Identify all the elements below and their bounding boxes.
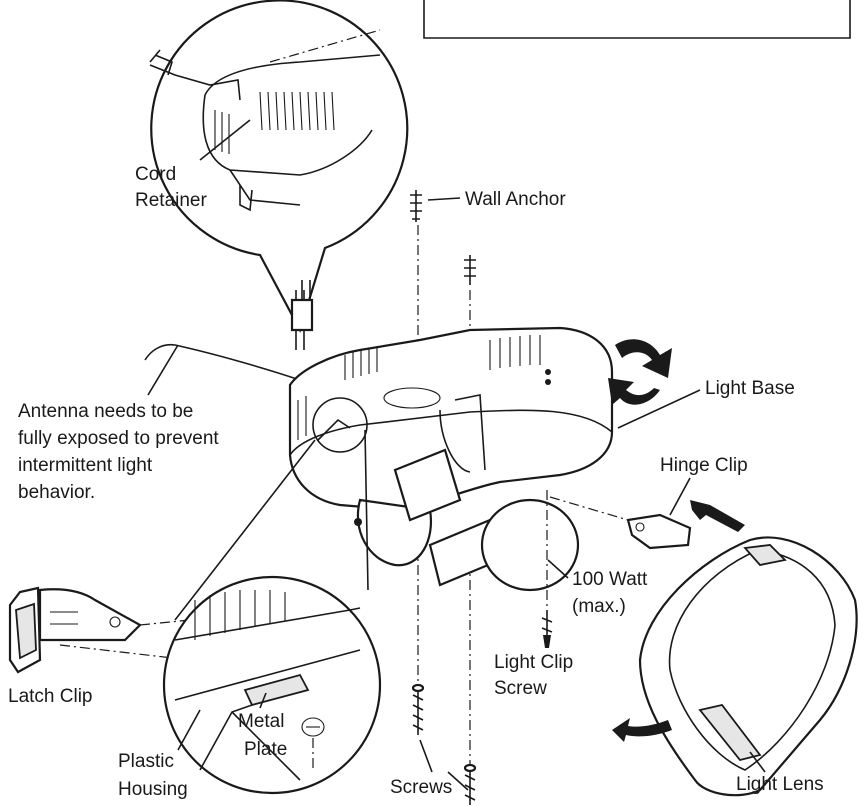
hinge-clip-leader [669,477,691,516]
antenna-leader [147,344,179,396]
hinge-clip-axis [549,496,629,521]
wall-anchor-label: Wall Anchor [465,189,566,210]
light-lens-label: Light Lens [736,774,824,795]
light-base-label: Light Base [705,378,795,399]
light-bulb-icon [354,448,580,592]
bulb-wattage-label: 100 Watt (max.) [572,569,653,617]
light-lens-icon [638,536,858,797]
screw-icon [411,610,553,805]
latch-detail-marker [312,397,368,453]
plastic-housing-label: Plastic Housing [118,751,188,800]
latch-clip-icon [8,586,142,674]
zoom-connector-lines [174,429,369,621]
antenna-note: Antenna needs to be fully exposed to pre… [18,401,224,503]
light-base-unit [288,326,614,512]
cord-retainer-zoom-circle [149,0,409,333]
screws-label: Screws [390,777,452,798]
light-clip-screw-label: Light Clip Screw [494,652,579,699]
light-base-leader [617,389,701,429]
light-lens-leader [749,751,766,773]
metal-plate-leader [259,692,267,709]
cord-retainer-leader [199,119,251,161]
metal-plate-label: Metal Plate [238,711,290,760]
hinge-clip-label: Hinge Clip [660,455,748,476]
wall-anchor-leader [427,197,461,201]
rotate-arrow-icon [608,339,672,405]
cord-retainer-label: Cord Retainer [135,164,207,211]
bulb-leader [547,559,569,579]
lens-arrow-icon [612,718,672,742]
power-plug-icon [290,280,314,350]
plastic-housing-leader [177,709,201,751]
housing-detail-zoom-circle [162,575,382,795]
latch-clip-label: Latch Clip [8,686,93,707]
note-box [423,0,851,39]
screws-leader [419,739,469,791]
hinge-clip-icon [626,513,692,550]
direction-arrow-icon [690,500,745,532]
wall-anchor-icon [410,190,476,285]
antenna-wire [144,343,301,381]
